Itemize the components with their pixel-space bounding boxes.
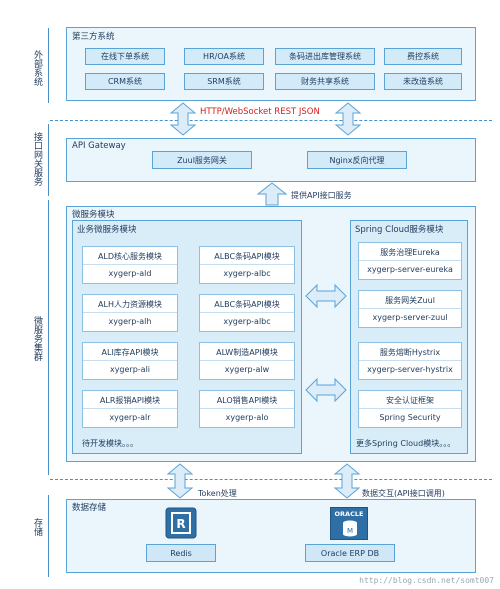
- redis-logo-icon: R: [165, 507, 197, 539]
- service-module-card: ALBC条码API模块 xygerp-albc: [199, 294, 295, 332]
- business-module-title: 业务微服务模块: [77, 225, 137, 235]
- module-name: ALR报销API模块: [83, 394, 177, 409]
- redis-box: Redis: [146, 544, 216, 562]
- service-module-card: ALBC条码API模块 xygerp-albc: [199, 246, 295, 284]
- module-name: ALBC条码API模块: [200, 250, 294, 265]
- system-box: HR/OA系统: [184, 48, 264, 65]
- svg-text:M: M: [347, 527, 353, 535]
- system-box: SRM系统: [184, 73, 264, 90]
- system-box: 财务共享系统: [275, 73, 375, 90]
- module-name: ALBC条码API模块: [200, 298, 294, 313]
- system-box: CRM系统: [85, 73, 165, 90]
- module-name: 服务治理Eureka: [359, 246, 461, 261]
- watermark: http://blog.csdn.net/somt007: [359, 576, 494, 585]
- double-arrow-icon: [334, 102, 362, 136]
- pending-modules-label: 待开发模块。。。: [82, 439, 138, 448]
- horizontal-double-arrow-icon: [305, 283, 347, 309]
- gateway-title: API Gateway: [72, 141, 126, 151]
- double-arrow-icon: [333, 463, 361, 499]
- module-id: xygerp-ald: [108, 269, 152, 278]
- oracle-logo-text: ORACLE: [334, 510, 364, 518]
- third-party-title: 第三方系统: [72, 32, 115, 42]
- spring-module-card: 安全认证框架 Spring Security: [358, 390, 462, 428]
- module-name: ALW制造API模块: [200, 346, 294, 361]
- module-id: xygerp-albc: [223, 317, 271, 326]
- spring-module-card: 服务网关Zuul xygerp-server-zuul: [358, 290, 462, 328]
- side-label-external: 外部系统: [32, 50, 42, 86]
- module-id: xygerp-alo: [225, 413, 269, 422]
- service-module-card: ALH人力资源模块 xygerp-alh: [82, 294, 178, 332]
- side-divider-storage: [48, 495, 49, 577]
- service-module-card: ALR报销API模块 xygerp-alr: [82, 390, 178, 428]
- module-id: xygerp-albc: [223, 269, 271, 278]
- up-arrow-icon: [256, 182, 288, 206]
- double-arrow-icon: [169, 102, 197, 136]
- module-id: xygerp-server-hystrix: [367, 365, 453, 374]
- module-name: ALD核心服务模块: [83, 250, 177, 265]
- data-exchange-label: 数据交互(API接口调用): [362, 489, 445, 498]
- system-box: 费控系统: [384, 48, 462, 65]
- side-label-storage: 存储: [32, 518, 42, 536]
- side-label-interface: 接口网关服务: [32, 132, 42, 186]
- layer-separator: [50, 120, 492, 121]
- protocol-label: HTTP/WebSocket REST JSON: [200, 107, 320, 117]
- module-name: ALH人力资源模块: [83, 298, 177, 313]
- module-id: Spring Security: [379, 413, 441, 422]
- system-box: 条码进出库管理系统: [275, 48, 375, 65]
- layer-separator: [50, 479, 492, 480]
- horizontal-double-arrow-icon: [305, 377, 347, 403]
- system-box: 未改造系统: [384, 73, 462, 90]
- spring-cloud-title: Spring Cloud服务模块: [355, 225, 444, 235]
- spring-module-card: 服务治理Eureka xygerp-server-eureka: [358, 242, 462, 280]
- side-label-micro: 微服务集群: [32, 315, 42, 361]
- side-divider-external: [48, 28, 49, 103]
- module-id: xygerp-alw: [224, 365, 270, 374]
- module-id: xygerp-ali: [109, 365, 151, 374]
- system-box: 在线下单系统: [85, 48, 165, 65]
- gateway-panel: [66, 138, 476, 182]
- module-name: ALO销售API模块: [200, 394, 294, 409]
- side-divider-interface: [48, 124, 49, 196]
- service-module-card: ALO销售API模块 xygerp-alo: [199, 390, 295, 428]
- service-module-card: ALW制造API模块 xygerp-alw: [199, 342, 295, 380]
- spring-module-card: 服务熔断Hystrix xygerp-server-hystrix: [358, 342, 462, 380]
- module-name: 服务熔断Hystrix: [359, 346, 461, 361]
- storage-title: 数据存储: [72, 503, 107, 513]
- service-module-card: ALI库存API模块 xygerp-ali: [82, 342, 178, 380]
- provide-api-label: 提供API接口服务: [291, 191, 352, 200]
- oracle-db-box: Oracle ERP DB: [305, 544, 395, 562]
- module-id: xygerp-server-zuul: [372, 313, 448, 322]
- spring-more-label: 更多Spring Cloud模块。。。: [356, 439, 456, 448]
- oracle-logo-icon: ORACLE M: [330, 507, 368, 540]
- module-name: 服务网关Zuul: [359, 294, 461, 309]
- service-module-card: ALD核心服务模块 xygerp-ald: [82, 246, 178, 284]
- module-id: xygerp-alh: [108, 317, 152, 326]
- svg-text:R: R: [176, 517, 185, 531]
- module-name: 安全认证框架: [359, 394, 461, 409]
- module-id: xygerp-alr: [109, 413, 151, 422]
- storage-panel: [66, 499, 476, 573]
- double-arrow-icon: [166, 463, 194, 499]
- token-label: Token处理: [198, 489, 237, 498]
- nginx-proxy-box: Nginx反向代理: [307, 151, 407, 169]
- module-name: ALI库存API模块: [83, 346, 177, 361]
- microservice-title: 微服务模块: [72, 210, 115, 220]
- module-id: xygerp-server-eureka: [367, 265, 453, 274]
- side-divider-micro: [48, 200, 49, 475]
- zuul-gateway-box: Zuul服务网关: [152, 151, 252, 169]
